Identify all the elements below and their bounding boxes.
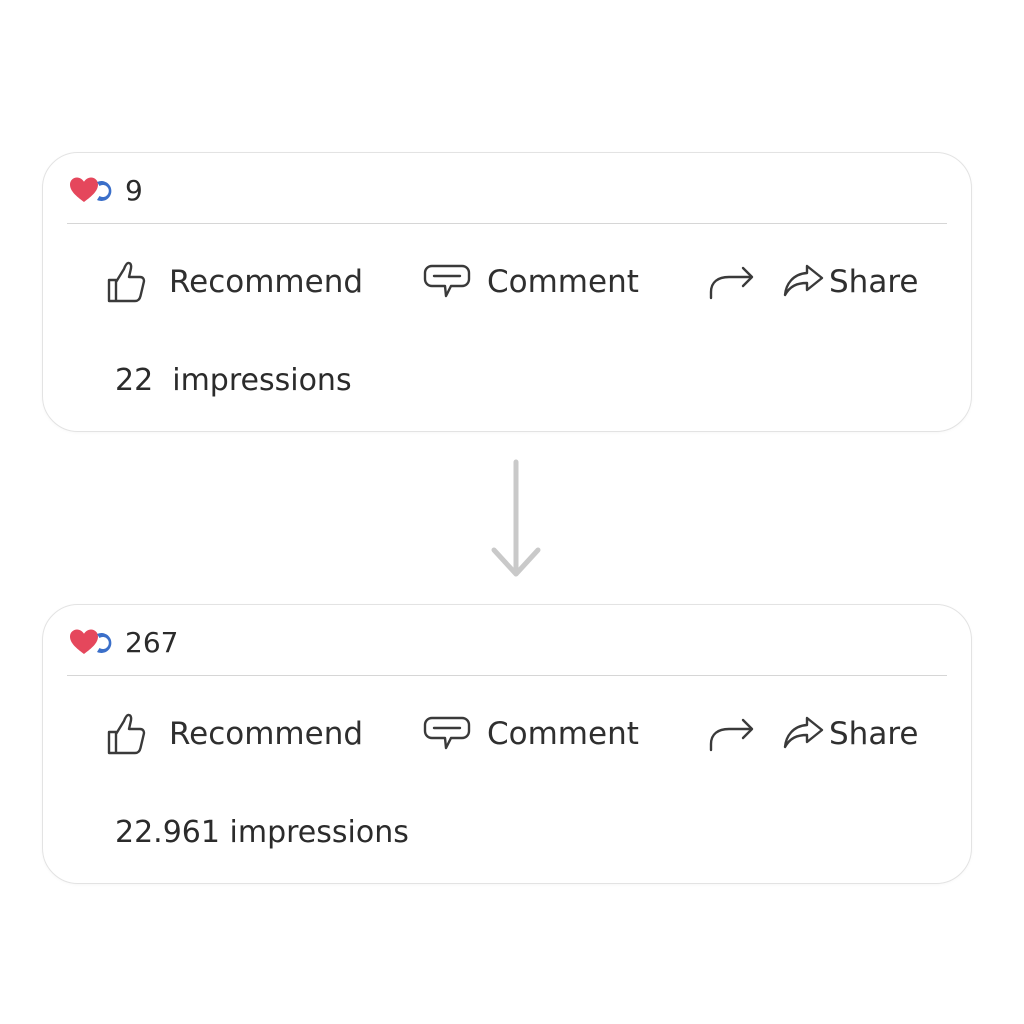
- post-stats-card-before: 9 Recommend Comment: [42, 152, 972, 432]
- recommend-label: Recommend: [169, 716, 364, 752]
- share-label: Share: [829, 716, 919, 752]
- blue-reaction-icon: [97, 181, 112, 201]
- recommend-button[interactable]: Recommend: [105, 711, 363, 757]
- action-bar: Recommend Comment Share: [43, 711, 971, 757]
- share-button[interactable]: Share: [781, 711, 918, 757]
- impressions-count: 22.961 impressions: [115, 815, 409, 850]
- recommend-button[interactable]: Recommend: [105, 259, 363, 305]
- speech-bubble-icon: [423, 716, 471, 750]
- comment-button[interactable]: Comment: [423, 711, 639, 757]
- reaction-icons: [69, 628, 117, 658]
- curved-arrow-icon: [709, 718, 754, 752]
- share-arrow-icon: [783, 264, 824, 297]
- recommend-label: Recommend: [169, 264, 364, 300]
- blue-reaction-icon: [97, 633, 112, 653]
- reaction-summary[interactable]: 267: [69, 627, 178, 659]
- forward-button[interactable]: [707, 711, 757, 757]
- comment-label: Comment: [487, 264, 639, 300]
- share-button[interactable]: Share: [781, 259, 918, 305]
- thumbs-up-icon: [107, 261, 146, 303]
- action-bar: Recommend Comment Share: [43, 259, 971, 305]
- reaction-summary[interactable]: 9: [69, 175, 143, 207]
- comment-button[interactable]: Comment: [423, 259, 639, 305]
- heart-icon: [70, 177, 98, 202]
- share-label: Share: [829, 264, 919, 300]
- reaction-count: 9: [125, 174, 143, 207]
- curved-arrow-icon: [709, 266, 754, 300]
- heart-icon: [70, 629, 98, 654]
- reaction-count: 267: [125, 626, 179, 659]
- impressions-count: 22 impressions: [115, 363, 352, 398]
- speech-bubble-icon: [423, 264, 471, 298]
- thumbs-up-icon: [107, 713, 146, 755]
- divider: [67, 675, 947, 676]
- down-arrow-icon: [491, 459, 541, 577]
- share-arrow-icon: [783, 716, 824, 749]
- forward-button[interactable]: [707, 259, 757, 305]
- comment-label: Comment: [487, 716, 639, 752]
- reaction-icons: [69, 176, 117, 206]
- post-stats-card-after: 267 Recommend Comment: [42, 604, 972, 884]
- divider: [67, 223, 947, 224]
